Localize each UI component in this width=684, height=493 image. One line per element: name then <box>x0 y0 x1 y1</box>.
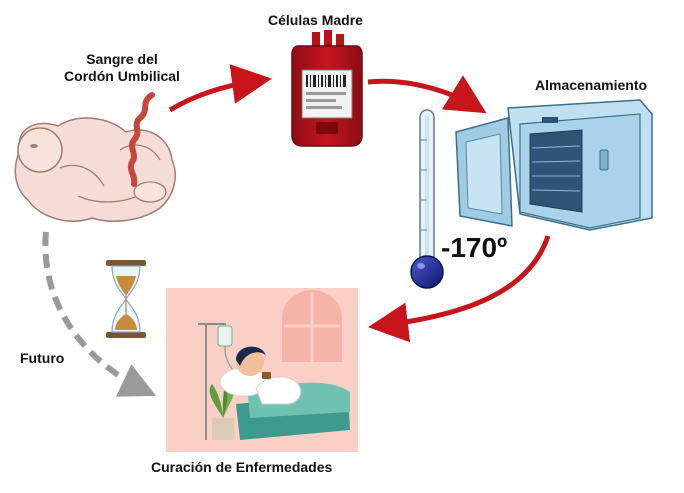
label-storage: Almacenamiento <box>535 77 647 94</box>
newborn-baby-illustration <box>15 118 175 221</box>
label-cord-blood-line2: Cordón Umbilical <box>62 68 182 85</box>
arrow-cord-to-stem-cells <box>170 80 262 110</box>
freezer-illustration <box>456 100 652 230</box>
label-cure: Curación de Enfermedades <box>151 459 332 476</box>
arrow-stem-cells-to-storage <box>368 81 478 108</box>
label-future: Futuro <box>20 350 64 367</box>
blood-bag-illustration <box>292 30 362 146</box>
hourglass-illustration <box>106 260 146 338</box>
label-cord-blood: Sangre del Cordón Umbilical <box>62 51 182 85</box>
patient-recovery-illustration <box>166 288 358 452</box>
hospital-window <box>282 290 342 362</box>
thermometer-illustration <box>411 110 443 288</box>
label-temperature: -170º <box>441 232 507 264</box>
label-cord-blood-line1: Sangre del <box>62 51 182 68</box>
label-stem-cells: Células Madre <box>268 12 363 29</box>
